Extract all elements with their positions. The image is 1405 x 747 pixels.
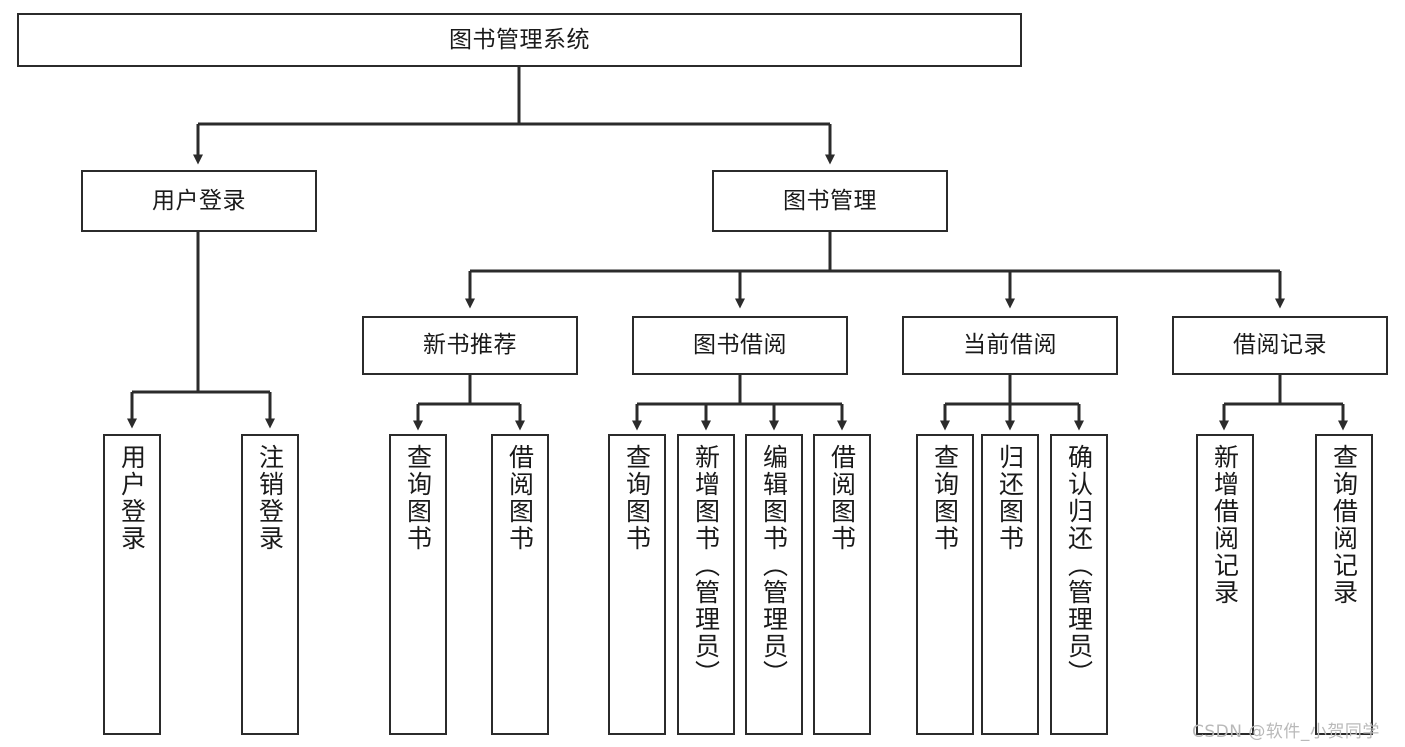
leaf-user-login-signout[interactable]: 注销登录: [241, 434, 299, 735]
leaf-current-confirm-return[interactable]: 确认归还（管理员）: [1050, 434, 1108, 735]
node-root-system[interactable]: 图书管理系统: [17, 13, 1022, 67]
node-label: 查询图书: [403, 444, 433, 552]
node-label: 用户登录: [117, 444, 147, 552]
node-user-login[interactable]: 用户登录: [81, 170, 317, 232]
leaf-recommend-borrow-book[interactable]: 借阅图书: [491, 434, 549, 735]
node-label: 新书推荐: [423, 332, 517, 359]
node-label: 新增借阅记录: [1210, 444, 1240, 606]
leaf-record-query-record[interactable]: 查询借阅记录: [1315, 434, 1373, 735]
node-label: 图书管理: [783, 187, 877, 214]
leaf-recommend-query-book[interactable]: 查询图书: [389, 434, 447, 735]
leaf-borrow-add-book[interactable]: 新增图书（管理员）: [677, 434, 735, 735]
node-label: 借阅图书: [505, 444, 535, 552]
node-label: 借阅记录: [1233, 332, 1327, 359]
node-book-management[interactable]: 图书管理: [712, 170, 948, 232]
node-label: 查询借阅记录: [1329, 444, 1359, 606]
leaf-current-query-book[interactable]: 查询图书: [916, 434, 974, 735]
node-label: 新增图书（管理员）: [691, 444, 721, 687]
node-label: 归还图书: [995, 444, 1025, 552]
leaf-user-login-signin[interactable]: 用户登录: [103, 434, 161, 735]
node-label: 图书管理系统: [449, 26, 590, 53]
csdn-watermark: CSDN @软件_小贺同学: [1192, 722, 1380, 742]
leaf-current-return-book[interactable]: 归还图书: [981, 434, 1039, 735]
node-current-borrow[interactable]: 当前借阅: [902, 316, 1118, 375]
node-label: 注销登录: [255, 444, 285, 552]
node-book-borrow[interactable]: 图书借阅: [632, 316, 848, 375]
leaf-borrow-borrow-book[interactable]: 借阅图书: [813, 434, 871, 735]
node-borrow-record[interactable]: 借阅记录: [1172, 316, 1388, 375]
leaf-borrow-edit-book[interactable]: 编辑图书（管理员）: [745, 434, 803, 735]
node-label: 查询图书: [930, 444, 960, 552]
leaf-borrow-query-book[interactable]: 查询图书: [608, 434, 666, 735]
node-new-book-recommend[interactable]: 新书推荐: [362, 316, 578, 375]
node-label: 用户登录: [152, 187, 246, 214]
leaf-record-add-record[interactable]: 新增借阅记录: [1196, 434, 1254, 735]
node-label: 借阅图书: [827, 444, 857, 552]
node-label: 当前借阅: [963, 332, 1057, 359]
node-label: 编辑图书（管理员）: [759, 444, 789, 687]
node-label: 查询图书: [622, 444, 652, 552]
node-label: 图书借阅: [693, 332, 787, 359]
node-label: 确认归还（管理员）: [1064, 444, 1094, 687]
